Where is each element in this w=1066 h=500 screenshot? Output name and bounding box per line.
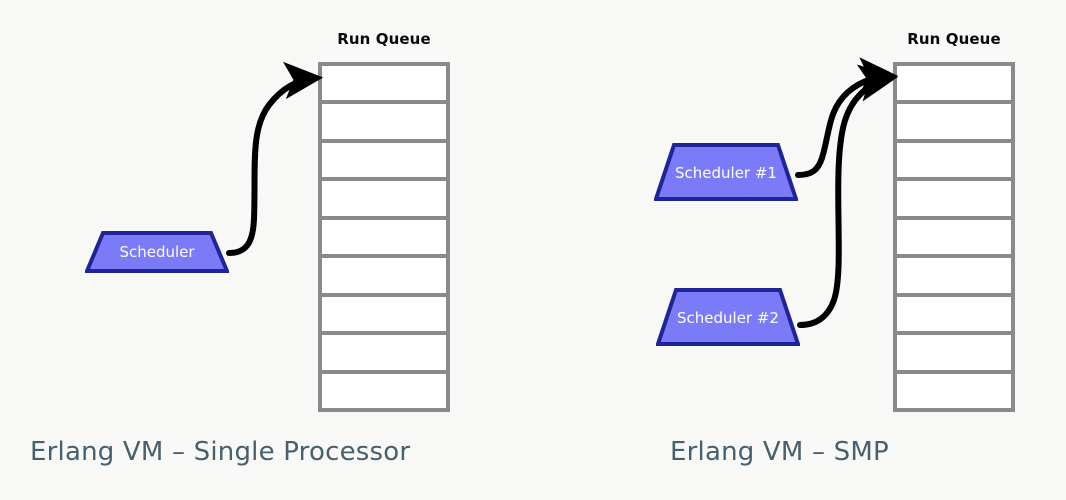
- run-queue-cell: [897, 219, 1011, 259]
- scheduler-label: Scheduler: [119, 242, 195, 261]
- run-queue-cell: [897, 258, 1011, 297]
- run-queue-smp: Run Queue: [893, 30, 1015, 412]
- run-queue-cell: [322, 181, 446, 220]
- run-queue-title: Run Queue: [337, 30, 431, 48]
- scheduler-shape-scheduler[interactable]: Scheduler: [85, 231, 229, 273]
- trapezoid-icon: [656, 288, 800, 346]
- run-queue-cell: [322, 104, 446, 143]
- run-queue-cell: [897, 373, 1011, 408]
- caption-smp: Erlang VM – SMP: [670, 437, 889, 467]
- run-queue-cell: [322, 66, 446, 105]
- run-queue-cell: [897, 142, 1011, 182]
- scheduler-label: Scheduler #2: [677, 308, 779, 327]
- run-queue-cell: [897, 335, 1011, 374]
- scheduler-shape-scheduler-1[interactable]: Scheduler #1: [654, 143, 798, 201]
- run-queue-cell: [322, 258, 446, 297]
- run-queue-box: [318, 62, 450, 412]
- arrow-scheduler-to-queue: [226, 61, 324, 256]
- run-queue-box: [893, 62, 1015, 412]
- scheduler-label: Scheduler #1: [675, 163, 777, 182]
- caption-single-processor: Erlang VM – Single Processor: [30, 437, 411, 467]
- run-queue-cell: [322, 335, 446, 374]
- trapezoid-icon: [654, 143, 798, 201]
- run-queue-cell: [322, 219, 446, 259]
- scheduler-shape-scheduler-2[interactable]: Scheduler #2: [656, 288, 800, 346]
- run-queue-single: Run Queue: [318, 30, 450, 412]
- arrow-scheduler-2-to-queue: [797, 64, 899, 328]
- run-queue-cell: [897, 296, 1011, 336]
- arrow-scheduler-1-to-queue: [795, 57, 899, 178]
- run-queue-cell: [897, 181, 1011, 220]
- run-queue-cell: [322, 142, 446, 182]
- trapezoid-icon: [85, 231, 229, 273]
- run-queue-cell: [322, 373, 446, 408]
- run-queue-cell: [897, 104, 1011, 143]
- diagram-smp: Run Queue Scheduler #1 Scheduler #2: [560, 0, 1066, 500]
- diagram-single-processor: Run Queue Scheduler Erlang VM – Single P…: [30, 30, 450, 467]
- run-queue-cell: [897, 66, 1011, 105]
- arrows-single: [226, 61, 324, 256]
- run-queue-cell: [322, 296, 446, 336]
- run-queue-title: Run Queue: [907, 30, 1001, 48]
